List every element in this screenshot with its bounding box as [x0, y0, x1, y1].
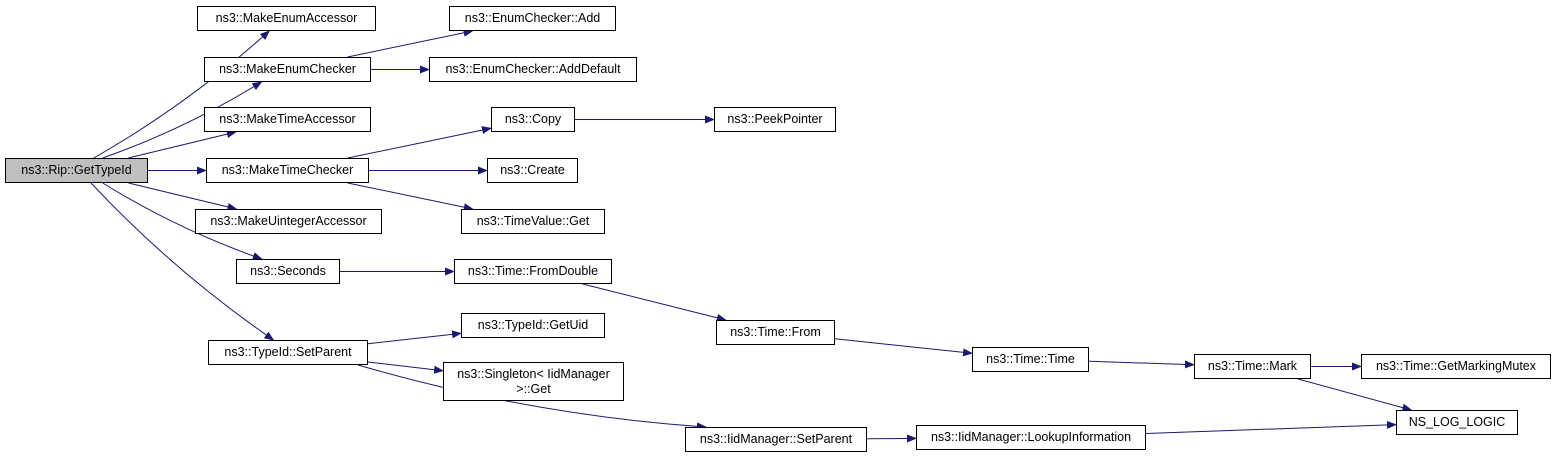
node-time-mark[interactable]: ns3::Time::Mark	[1194, 354, 1311, 379]
edge-time-from-double-to-time-from	[582, 283, 727, 322]
edge-make-time-checker-to-copy	[347, 126, 492, 159]
edge-typeid-set-parent-to-singleton-get	[367, 361, 444, 374]
node-make-time-accessor[interactable]: ns3::MakeTimeAccessor	[204, 107, 371, 132]
edge-typeid-set-parent-to-typeid-get-uid	[367, 330, 462, 345]
node-create[interactable]: ns3::Create	[487, 158, 578, 183]
node-iid-manager-set-parent[interactable]: ns3::IidManager::SetParent	[685, 427, 867, 452]
edge-root-to-make-enum-checker	[102, 81, 263, 159]
node-time-get-marking-mutex[interactable]: ns3::Time::GetMarkingMutex	[1361, 354, 1551, 379]
node-make-enum-accessor[interactable]: ns3::MakeEnumAccessor	[197, 6, 376, 31]
node-time-value-get[interactable]: ns3::TimeValue::Get	[461, 209, 605, 234]
node-enum-checker-add[interactable]: ns3::EnumChecker::Add	[449, 6, 616, 31]
edge-root-to-make-uinteger-accessor	[128, 182, 238, 211]
node-peek-pointer[interactable]: ns3::PeekPointer	[714, 107, 836, 132]
node-time-from-double[interactable]: ns3::Time::FromDouble	[454, 259, 612, 284]
node-type-id-set-parent[interactable]: ns3::TypeId::SetParent	[208, 340, 368, 365]
edge-time-time-to-time-mark	[1088, 360, 1195, 369]
edge-make-time-checker-to-time-value-get	[347, 182, 474, 212]
edge-root-to-seconds	[102, 182, 263, 260]
edge-root-to-typeid-set-parent	[90, 182, 275, 341]
edge-root-to-make-enum-accessor	[93, 30, 270, 159]
node-singleton-get[interactable]: ns3::Singleton< IidManager >::Get	[443, 362, 624, 401]
node-type-id-get-uid[interactable]: ns3::TypeId::GetUid	[461, 313, 605, 338]
node-seconds[interactable]: ns3::Seconds	[236, 259, 340, 284]
node-make-enum-checker[interactable]: ns3::MakeEnumChecker	[204, 57, 371, 82]
node-enum-checker-add-default[interactable]: ns3::EnumChecker::AddDefault	[429, 57, 637, 82]
node-time-from[interactable]: ns3::Time::From	[716, 320, 835, 345]
node-ns-log-logic[interactable]: NS_LOG_LOGIC	[1396, 410, 1518, 435]
node-make-time-checker[interactable]: ns3::MakeTimeChecker	[206, 158, 369, 183]
node-copy[interactable]: ns3::Copy	[491, 107, 575, 132]
node-iid-manager-lookup-information[interactable]: ns3::IidManager::LookupInformation	[916, 425, 1146, 450]
edge-iid-manager-lookup-information-to-ns-log-logic	[1145, 420, 1397, 434]
node-time-time[interactable]: ns3::Time::Time	[972, 347, 1089, 372]
node-rip-get-type-id: ns3::Rip::GetTypeId	[5, 158, 148, 183]
edge-make-enum-checker-to-enum-checker-add	[347, 28, 474, 58]
edge-time-mark-to-ns-log-logic	[1297, 378, 1413, 412]
edge-root-to-make-time-accessor	[128, 130, 237, 159]
edge-time-from-to-time-time	[834, 338, 973, 357]
node-make-uinteger-accessor[interactable]: ns3::MakeUintegerAccessor	[195, 209, 382, 234]
edge-typeid-set-parent-to-iid-manager-set-parent	[357, 364, 707, 431]
